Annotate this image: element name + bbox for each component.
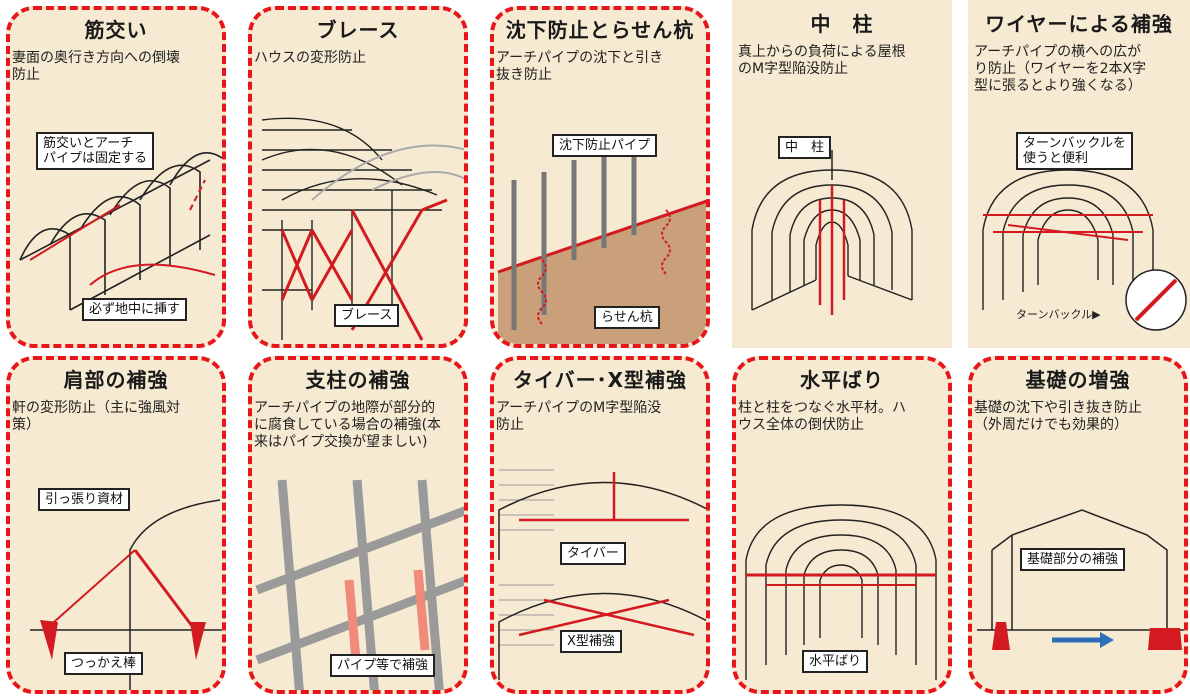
callout-tension-material: 引っ張り資材 (38, 488, 131, 511)
card-description: ハウスの変形防止 (254, 50, 366, 66)
card-description: アーチパイプのM字型陥没 防止 (496, 400, 662, 433)
card-brace: ブレース ハウスの変形防止 ブレース (248, 6, 468, 348)
turnbuckle-label: ターンバックル▶ (1016, 308, 1101, 321)
card-title: ワイヤーによる補強 (985, 12, 1173, 36)
callout-turnbuckle-tip: ターンバックルを 使うと便利 (1016, 132, 1133, 170)
sujikai-illustration (19, 152, 222, 311)
card-foundation-reinforcement: 基礎の増強 基礎の沈下や引き抜き防止 （外周だけでも効果的） 基礎部分の補強 (968, 356, 1188, 694)
card-description: 妻面の奥行き方向への倒壊 防止 (12, 50, 180, 83)
callout-fix-note: 筋交いとアーチ パイプは固定する (36, 132, 155, 170)
card-horizontal-beam: 水平ばり 柱と柱をつなぐ水平材。ハ ウス全体の倒伏防止 水平ばり (732, 356, 952, 694)
card-wire-reinforcement: ワイヤーによる補強 アーチパイプの横への広が り防止（ワイヤーを2本X字 型に張… (968, 0, 1190, 348)
card-tiebar-x-reinforcement: タイバー･X型補強 アーチパイプのM字型陥没 防止 タイバー X型補強 (490, 356, 710, 694)
card-description: 柱と柱をつなぐ水平材。ハ ウス全体の倒伏防止 (738, 400, 906, 433)
foundation-illustration (977, 509, 1184, 650)
card-title: 沈下防止とらせん杭 (505, 18, 695, 42)
card-sujikai: 筋交い 妻面の奥行き方向への倒壊 防止 筋交いとアーチ パイプは固定する 必ず地… (6, 6, 226, 348)
card-title: 支柱の補強 (305, 368, 411, 392)
card-description: アーチパイプの沈下と引き 抜き防止 (496, 50, 664, 83)
callout-settlement-pipe: 沈下防止パイプ (552, 134, 658, 157)
card-title: タイバー･X型補強 (512, 368, 688, 392)
card-description: アーチパイプの横への広が り防止（ワイヤーを2本X字 型に張るとより強くなる） (974, 44, 1147, 94)
callout-tiebar: タイバー (560, 542, 626, 565)
card-description: 真上からの負荷による屋根 のM字型陥没防止 (738, 44, 906, 77)
card-description: 基礎の沈下や引き抜き防止 （外周だけでも効果的） (974, 400, 1142, 433)
callout-brace: ブレース (334, 304, 400, 327)
card-description: アーチパイプの地際が部分的 に腐食している場合の補強(本 来はパイプ交換が望まし… (254, 400, 442, 450)
card-title: 肩部の補強 (63, 368, 169, 392)
callout-pipe-reinforce: パイプ等で補強 (330, 654, 436, 677)
tiebar-illustration (498, 469, 706, 680)
wire-illustration (982, 169, 1187, 331)
callout-prop-bar: つっかえ棒 (64, 652, 144, 675)
settlement-illustration (497, 140, 706, 344)
card-title: ブレース (316, 18, 400, 42)
card-title: 水平ばり (800, 368, 884, 392)
horizontal-beam-illustration (745, 504, 937, 680)
callout-x-reinforce: X型補強 (560, 630, 622, 653)
card-title: 筋交い (84, 18, 148, 42)
center-post-illustration (751, 150, 913, 315)
callout-center-post: 中 柱 (778, 136, 832, 159)
post-reinforcement-illustration (255, 479, 464, 690)
brace-illustration (261, 117, 464, 341)
shoulder-illustration (30, 499, 222, 690)
card-title: 基礎の増強 (1025, 368, 1131, 392)
card-post-reinforcement: 支柱の補強 アーチパイプの地際が部分的 に腐食している場合の補強(本 来はパイプ… (248, 356, 468, 694)
card-title: 中 柱 (810, 12, 874, 36)
callout-ground-note: 必ず地中に挿す (82, 298, 188, 321)
card-description: 軒の変形防止（主に強風対 策） (12, 400, 180, 433)
card-settlement-prevention: 沈下防止とらせん杭 アーチパイプの沈下と引き 抜き防止 沈下防止パイプ らせん杭 (490, 6, 710, 348)
card-shoulder-reinforcement: 肩部の補強 軒の変形防止（主に強風対 策） 引っ張り資材 つっかえ棒 (6, 356, 226, 694)
card-center-post: 中 柱 真上からの負荷による屋根 のM字型陥没防止 中 柱 (732, 0, 952, 348)
callout-foundation: 基礎部分の補強 (1020, 548, 1126, 571)
callout-horizontal-beam: 水平ばり (802, 650, 869, 673)
callout-screw-pile: らせん杭 (594, 306, 660, 329)
